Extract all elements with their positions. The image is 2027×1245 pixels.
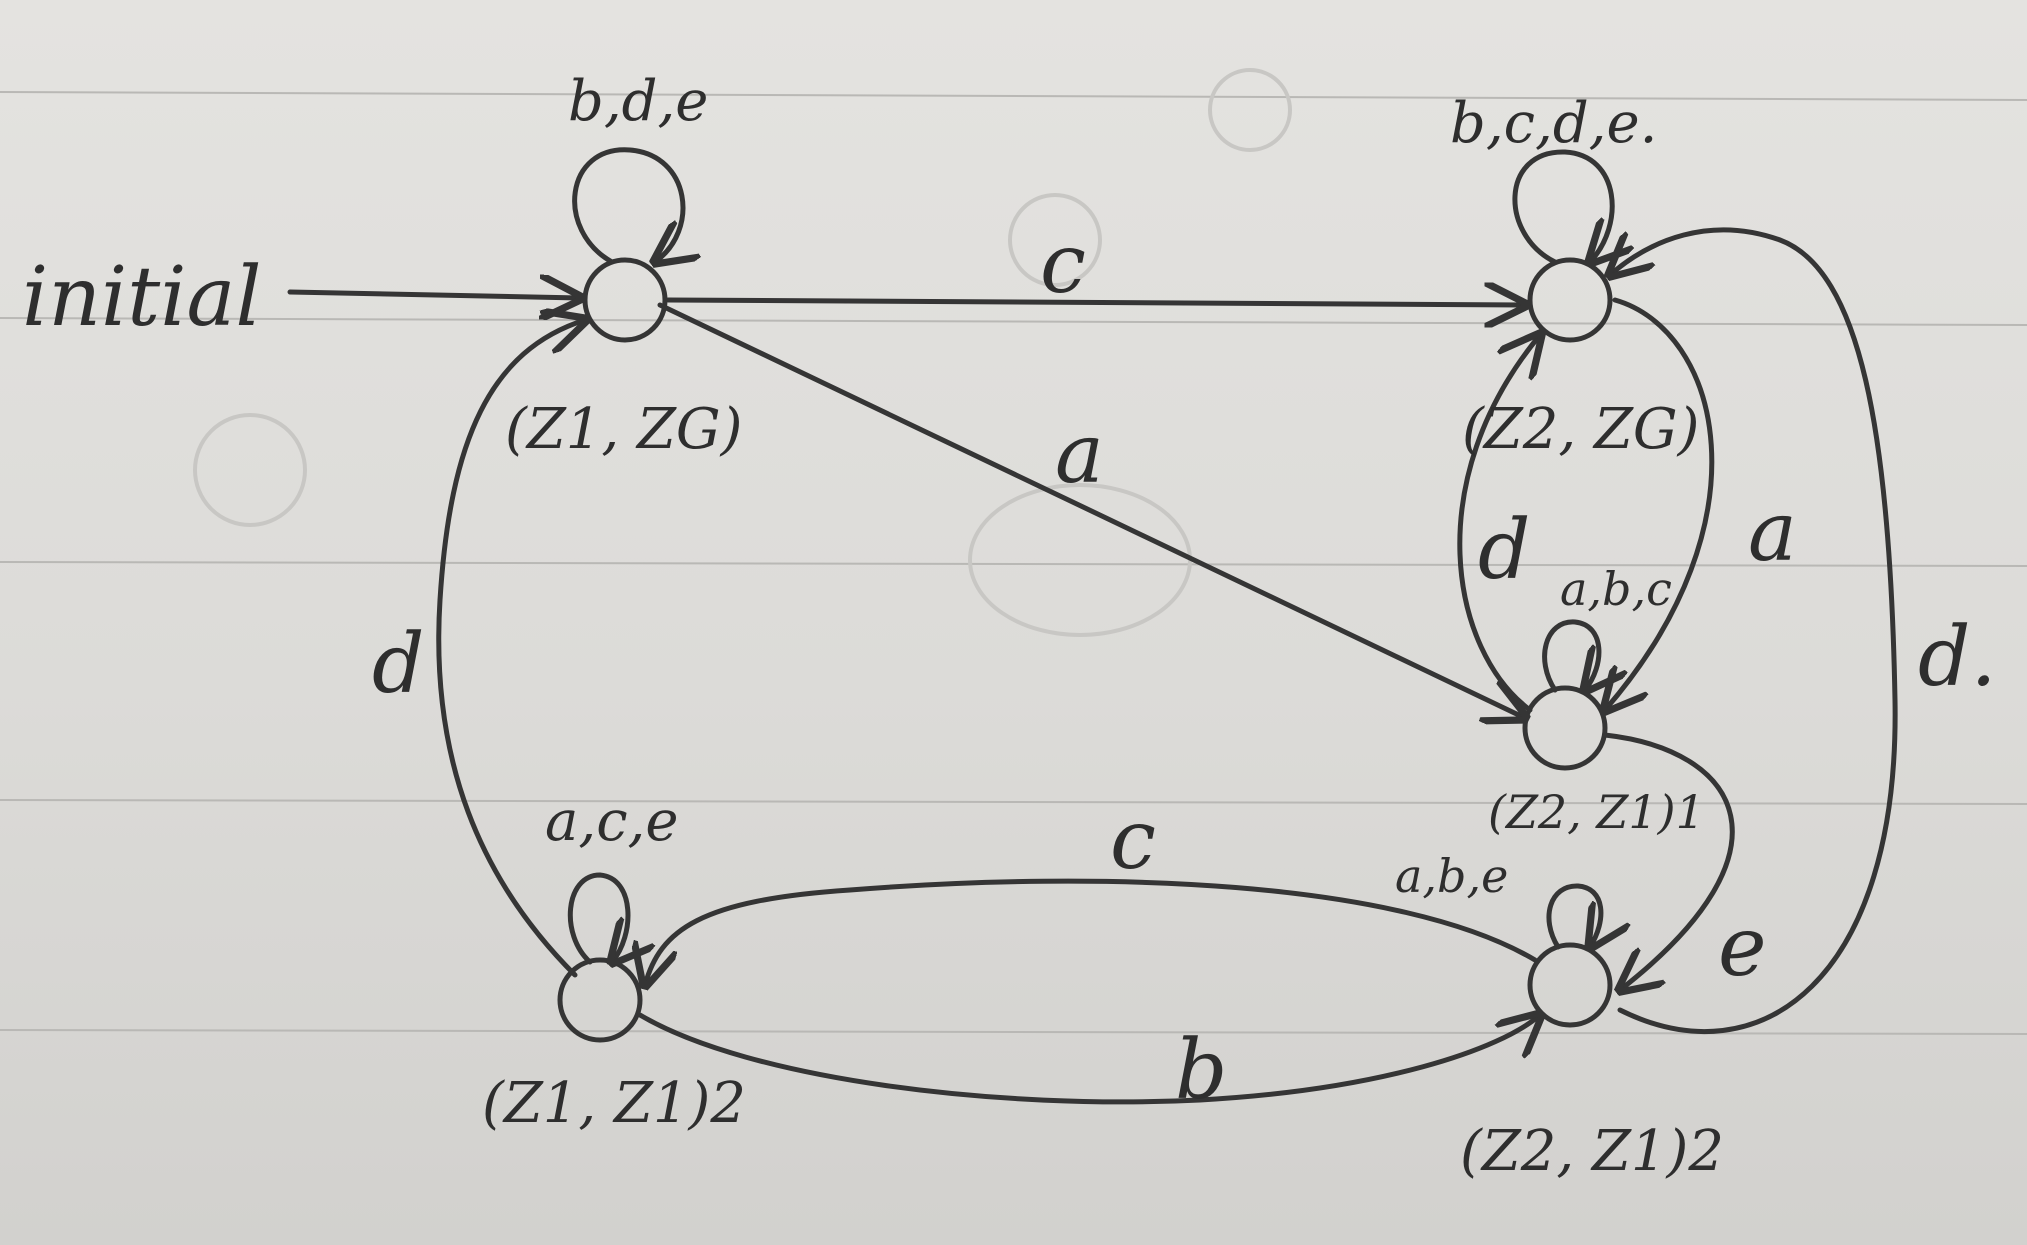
- edge-label-s4-s1: d: [372, 617, 425, 712]
- state-label-s1: (Z1, ZG): [505, 397, 742, 462]
- edge-s3-s2: [1457, 335, 1540, 713]
- state-node-s2: [1527, 257, 1613, 343]
- self-loop-s3: [1542, 619, 1599, 690]
- self-loop-s5: [1546, 883, 1601, 947]
- state-node-s4: [557, 957, 643, 1043]
- state-label-s4: (Z1, Z1)2: [482, 1071, 746, 1136]
- edge-s5-s4: [645, 878, 1538, 985]
- self-loop-s2: [1512, 149, 1612, 262]
- state-label-s3: (Z2, Z1)1: [1488, 785, 1705, 839]
- state-label-s2: (Z2, ZG): [1462, 397, 1699, 462]
- state-node-s5: [1527, 942, 1613, 1028]
- self-loop-s1: [572, 147, 683, 262]
- edge-s1-s2: [665, 300, 1525, 305]
- state-node-s3: [1522, 685, 1608, 771]
- show-through: [193, 68, 1292, 637]
- initial-label: initial: [22, 250, 262, 345]
- self-loop-label-s3: a,b,c: [1560, 562, 1672, 616]
- edge-label-s5-s4: c: [1110, 793, 1156, 888]
- edge-s4-s1: [436, 320, 585, 978]
- self-loop-label-s4: a,c,e: [545, 789, 679, 854]
- self-loop-s4: [567, 872, 628, 962]
- edge-s4-s5: [637, 1015, 1540, 1105]
- edge-s5-s2: [1610, 227, 1898, 1035]
- edge-label-s3-s5: e: [1718, 900, 1767, 995]
- edge-s3-s5: [1602, 732, 1735, 990]
- edge-label-s1-s3: a: [1055, 407, 1104, 502]
- edge-label-s5-s2: d.: [1918, 610, 1997, 705]
- edge-s2-s3: [1605, 297, 1715, 710]
- edge-label-s4-s5: b: [1175, 1023, 1228, 1118]
- edge-s1-s3: [657, 302, 1525, 718]
- edge-label-s2-s3: a: [1748, 485, 1797, 580]
- self-loop-label-s1: b,d,e: [568, 69, 708, 134]
- state-label-s5: (Z2, Z1)2: [1460, 1119, 1724, 1184]
- state-node-s1: [582, 257, 668, 343]
- initial-arrow: [287, 292, 580, 298]
- ruled-lines: [0, 91, 2027, 1035]
- edge-label-s3-s2: d: [1478, 503, 1531, 598]
- self-loop-label-s5: a,b,e: [1395, 849, 1508, 903]
- self-loop-label-s2: b,c,d,e.: [1450, 91, 1657, 156]
- edge-label-s1-s2: c: [1040, 217, 1086, 312]
